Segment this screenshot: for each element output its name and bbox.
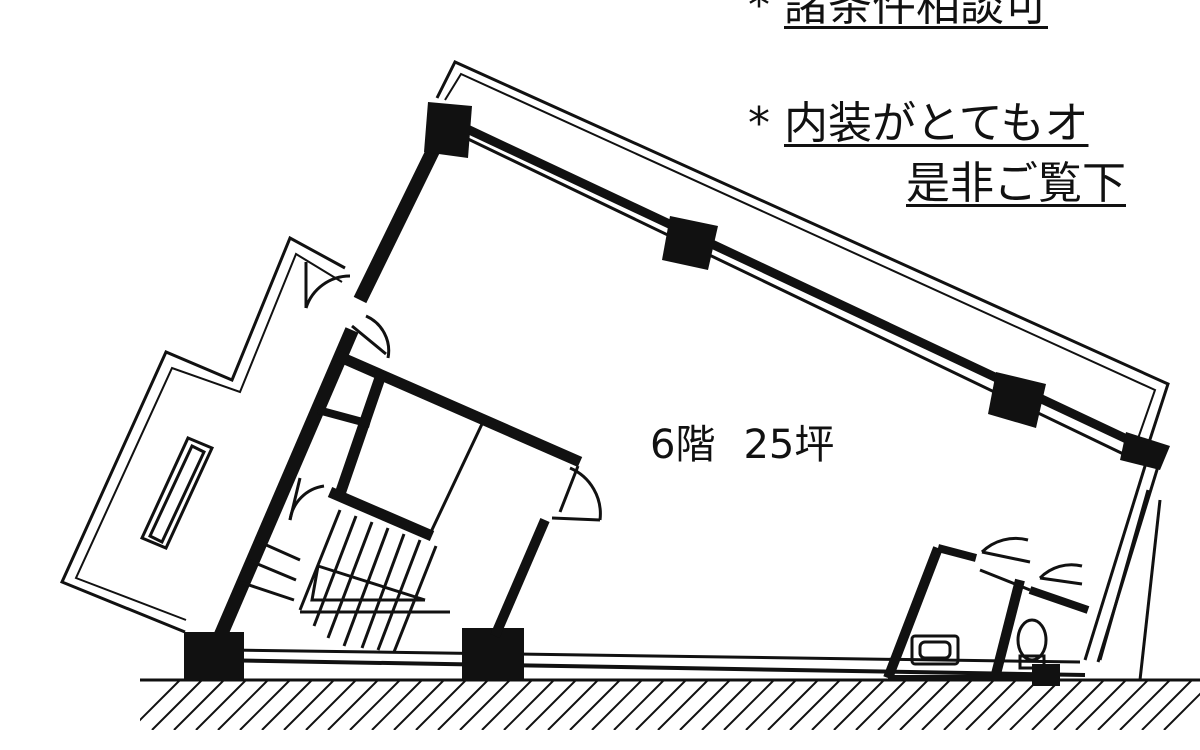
floor-number: 6階 [650,422,716,468]
note-interior: * 内装がとてもオ [748,100,1088,148]
staircase [239,509,450,653]
door-core-right [551,466,602,522]
door-wc-1 [980,536,1031,564]
core-walls [316,350,583,638]
column-top-left [424,102,472,158]
door-core-upper [351,314,391,359]
doors [288,262,1162,681]
structural-columns [184,102,1170,680]
left-annex-inner-outline [74,252,343,621]
door-wc-2 [1038,563,1083,586]
floor-area: 25坪 [743,422,835,468]
left-annex-outline [59,235,346,634]
note-asterisk: * [748,0,770,31]
note-asterisk: * [748,98,770,149]
column-top-right [988,372,1046,428]
ground-hatching [140,680,1200,730]
sink-fixture [910,634,960,666]
parapet-inner-outline [444,72,1157,451]
note-interior-continuation: 是非ご覧下 [906,160,1126,208]
column-top-mid [662,216,718,270]
restroom-walls [883,544,1090,681]
column-restroom [1032,664,1060,686]
note-text: 是非ご覧下 [906,158,1126,209]
column-bottom-left [184,632,244,680]
note-text: 内装がとてもオ [784,98,1089,149]
door-right-exit [1098,489,1162,681]
note-text: 諸条件相談可 [784,0,1048,31]
elevator-slot [139,436,215,550]
door-annex [304,262,351,309]
floor-area-label: 6階 25坪 [650,412,834,470]
note-conditions: * 諸条件相談可 [748,0,1048,30]
parapet-outline [435,60,1170,465]
column-right [1120,432,1170,470]
door-stair [288,477,325,521]
column-bottom-mid [462,628,524,680]
